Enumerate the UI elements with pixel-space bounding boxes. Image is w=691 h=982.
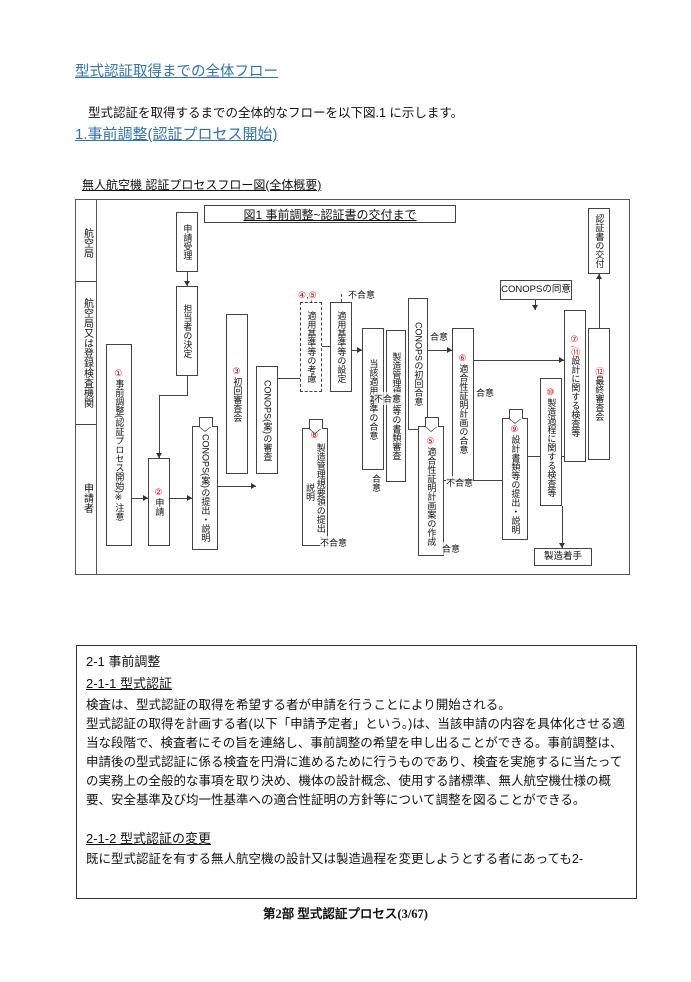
- box-ninshosho-kofu: 認証書の交付: [588, 208, 610, 274]
- process-flow-diagram: 図1 事前調整~認証書の交付まで 航空局航空局又は登録検査機関申請者 申請受理 認証…: [75, 199, 630, 575]
- lane-label: 申請者: [81, 483, 93, 513]
- heading-2-1-1: 2-1-1 型式認証: [86, 675, 172, 691]
- edge-label: 不合意: [446, 476, 474, 489]
- lane-label: 航空局: [81, 228, 93, 258]
- arrow-head: [532, 305, 538, 310]
- section-heading: 1.事前調整(認証プロセス開始): [75, 126, 278, 143]
- edge-label: 不合意: [374, 392, 402, 405]
- box-conops-shinsa: CONOPS(案)の審査: [256, 366, 278, 474]
- heading-2-1-2: 2-1-2 型式認証の変更: [86, 830, 211, 846]
- arrow-head: [447, 347, 452, 353]
- page-title: 型式認証取得までの全体フロー: [75, 64, 278, 80]
- box-conops-teishutsu: CONOPS(案)の提出・説明: [192, 426, 218, 550]
- arrow-head: [187, 495, 192, 501]
- box-seizo-kanri-shorui-shinsa: 製造管理規程等の書類審査: [386, 330, 406, 482]
- paragraph-inspection-start: 検査は、型式認証の取得を希望する者が申請を行うことにより開始される。: [86, 697, 511, 712]
- figure-title: 図1 事前調整~認証書の交付まで: [204, 205, 456, 223]
- paragraph-type-cert-change: 既に型式認証を有する無人航空機の設計又は製造過程を変更しようとする者にあっても2…: [86, 852, 583, 867]
- heading-2-1: 2-1 事前調整: [86, 654, 161, 669]
- document-icon: [309, 419, 323, 434]
- connector-line: [132, 498, 148, 499]
- connector-line: [599, 274, 600, 328]
- edge-label: ④,⑤: [298, 290, 317, 301]
- lane-divider: [76, 281, 96, 282]
- intro-text: 型式認証を取得するまでの全体的なフローを以下図.1 に示します。: [88, 105, 464, 120]
- box-tekiyo-kijun-koryo: 適用基準等の考慮: [300, 302, 322, 392]
- body-text-box: 2-1 事前調整 2-1-1 型式認証 検査は、型式認証の取得を希望する者が申請…: [76, 645, 637, 899]
- connector-line: [187, 272, 188, 286]
- connector-line: [159, 395, 160, 458]
- box-seizo-chakushu: 製造着手: [534, 548, 592, 566]
- page-footer: 第2部 型式認証プロセス(3/67): [263, 907, 428, 921]
- paragraph-pre-coordination: 型式認証の取得を計画する者(以下「申請予定者」という。)は、当該申請の内容を具体…: [86, 716, 625, 807]
- connector-line: [562, 506, 563, 548]
- arrow-head: [251, 483, 256, 489]
- box-tantosha-kettei: 担当者の決定: [176, 286, 198, 376]
- arrow-head: [559, 357, 564, 363]
- lane-divider: [76, 424, 96, 425]
- arrow-head: [559, 543, 565, 548]
- connector-line: [428, 350, 452, 351]
- connector-line: [170, 498, 192, 499]
- box-tekiyo-kijun-settei: 適用基準等の設定: [330, 302, 352, 392]
- arrow-head: [143, 495, 148, 501]
- lane-label: 航空局又は登録検査機関: [81, 298, 93, 408]
- box-conops-doi: CONOPSの同意: [500, 280, 572, 300]
- arrow-head: [596, 274, 602, 279]
- arrow-head: [357, 347, 362, 353]
- connector-line: [474, 360, 564, 361]
- box-conops-shokai-goi: CONOPSの初回合意: [408, 298, 428, 430]
- connector-line: [322, 346, 330, 347]
- box-shinsei-juri: 申請受理: [176, 212, 198, 272]
- edge-label: 合意: [442, 542, 461, 555]
- document-icon: [199, 417, 213, 432]
- connector-line: [187, 376, 188, 396]
- edge-label: 不合意: [348, 288, 376, 301]
- connector-line: [218, 486, 256, 487]
- connector-line: [341, 294, 342, 302]
- document-icon: [425, 417, 439, 432]
- edge-label: 合意: [370, 474, 383, 492]
- edge-label: 合意: [476, 386, 495, 399]
- lane-rail-line: [96, 200, 97, 574]
- connector-line: [278, 378, 300, 379]
- arrow-head: [184, 281, 190, 286]
- edge-label: 合意: [430, 330, 449, 343]
- connector-line: [159, 395, 188, 396]
- diagram-caption: 無人航空機 認証プロセスフロー図(全体概要): [82, 178, 322, 192]
- arrow-head: [156, 453, 162, 458]
- edge-label: 不合意: [320, 536, 348, 549]
- document-icon: [509, 409, 523, 424]
